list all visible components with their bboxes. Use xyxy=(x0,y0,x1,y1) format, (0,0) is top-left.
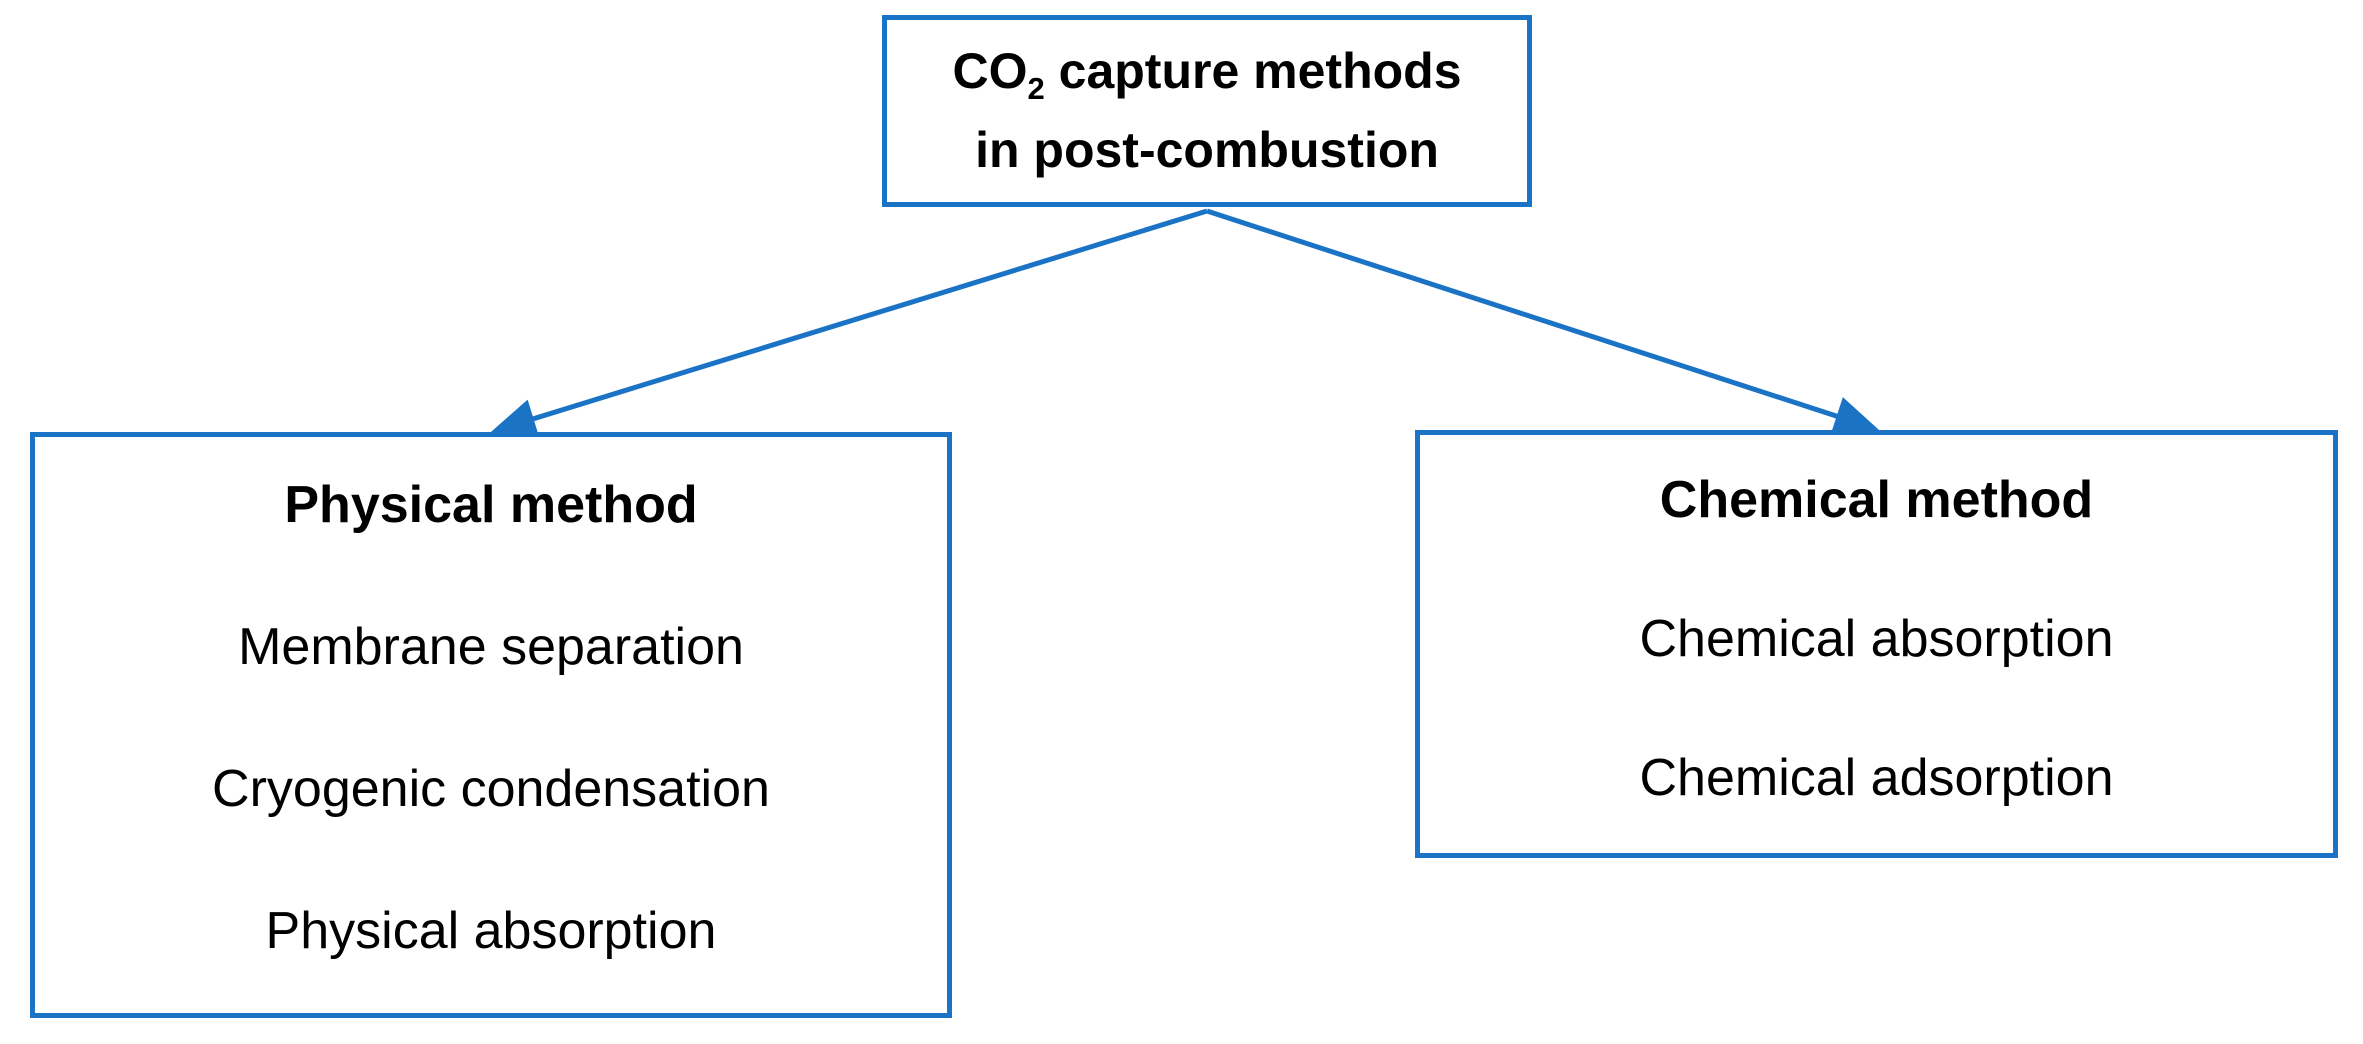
physical-method-item-membrane-separation: Membrane separation xyxy=(238,618,744,676)
root-title-pre: CO xyxy=(952,43,1028,100)
chemical-method-item-chemical-adsorption: Chemical adsorption xyxy=(1639,749,2114,807)
root-title-post: capture methods xyxy=(1044,43,1462,100)
chemical-method-title: Chemical method xyxy=(1659,471,2094,529)
arrow-to-physical-method xyxy=(491,208,1208,438)
root-title-line2: in post-combustion xyxy=(975,121,1439,178)
chemical-method-node: Chemical method Chemical absorption Chem… xyxy=(1415,430,2338,858)
co2-subscript: 2 xyxy=(1027,71,1045,107)
physical-method-title: Physical method xyxy=(284,476,698,534)
chemical-method-item-chemical-absorption: Chemical absorption xyxy=(1639,610,2114,668)
arrow-to-chemical-method xyxy=(1206,208,1879,436)
physical-method-node: Physical method Membrane separation Cryo… xyxy=(30,432,952,1018)
root-title-line1: CO2 capture methods xyxy=(953,34,1462,113)
root-node: CO2 capture methods in post-combustion xyxy=(882,15,1532,207)
physical-method-item-cryogenic-condensation: Cryogenic condensation xyxy=(212,760,770,818)
physical-method-item-physical-absorption: Physical absorption xyxy=(265,902,717,960)
